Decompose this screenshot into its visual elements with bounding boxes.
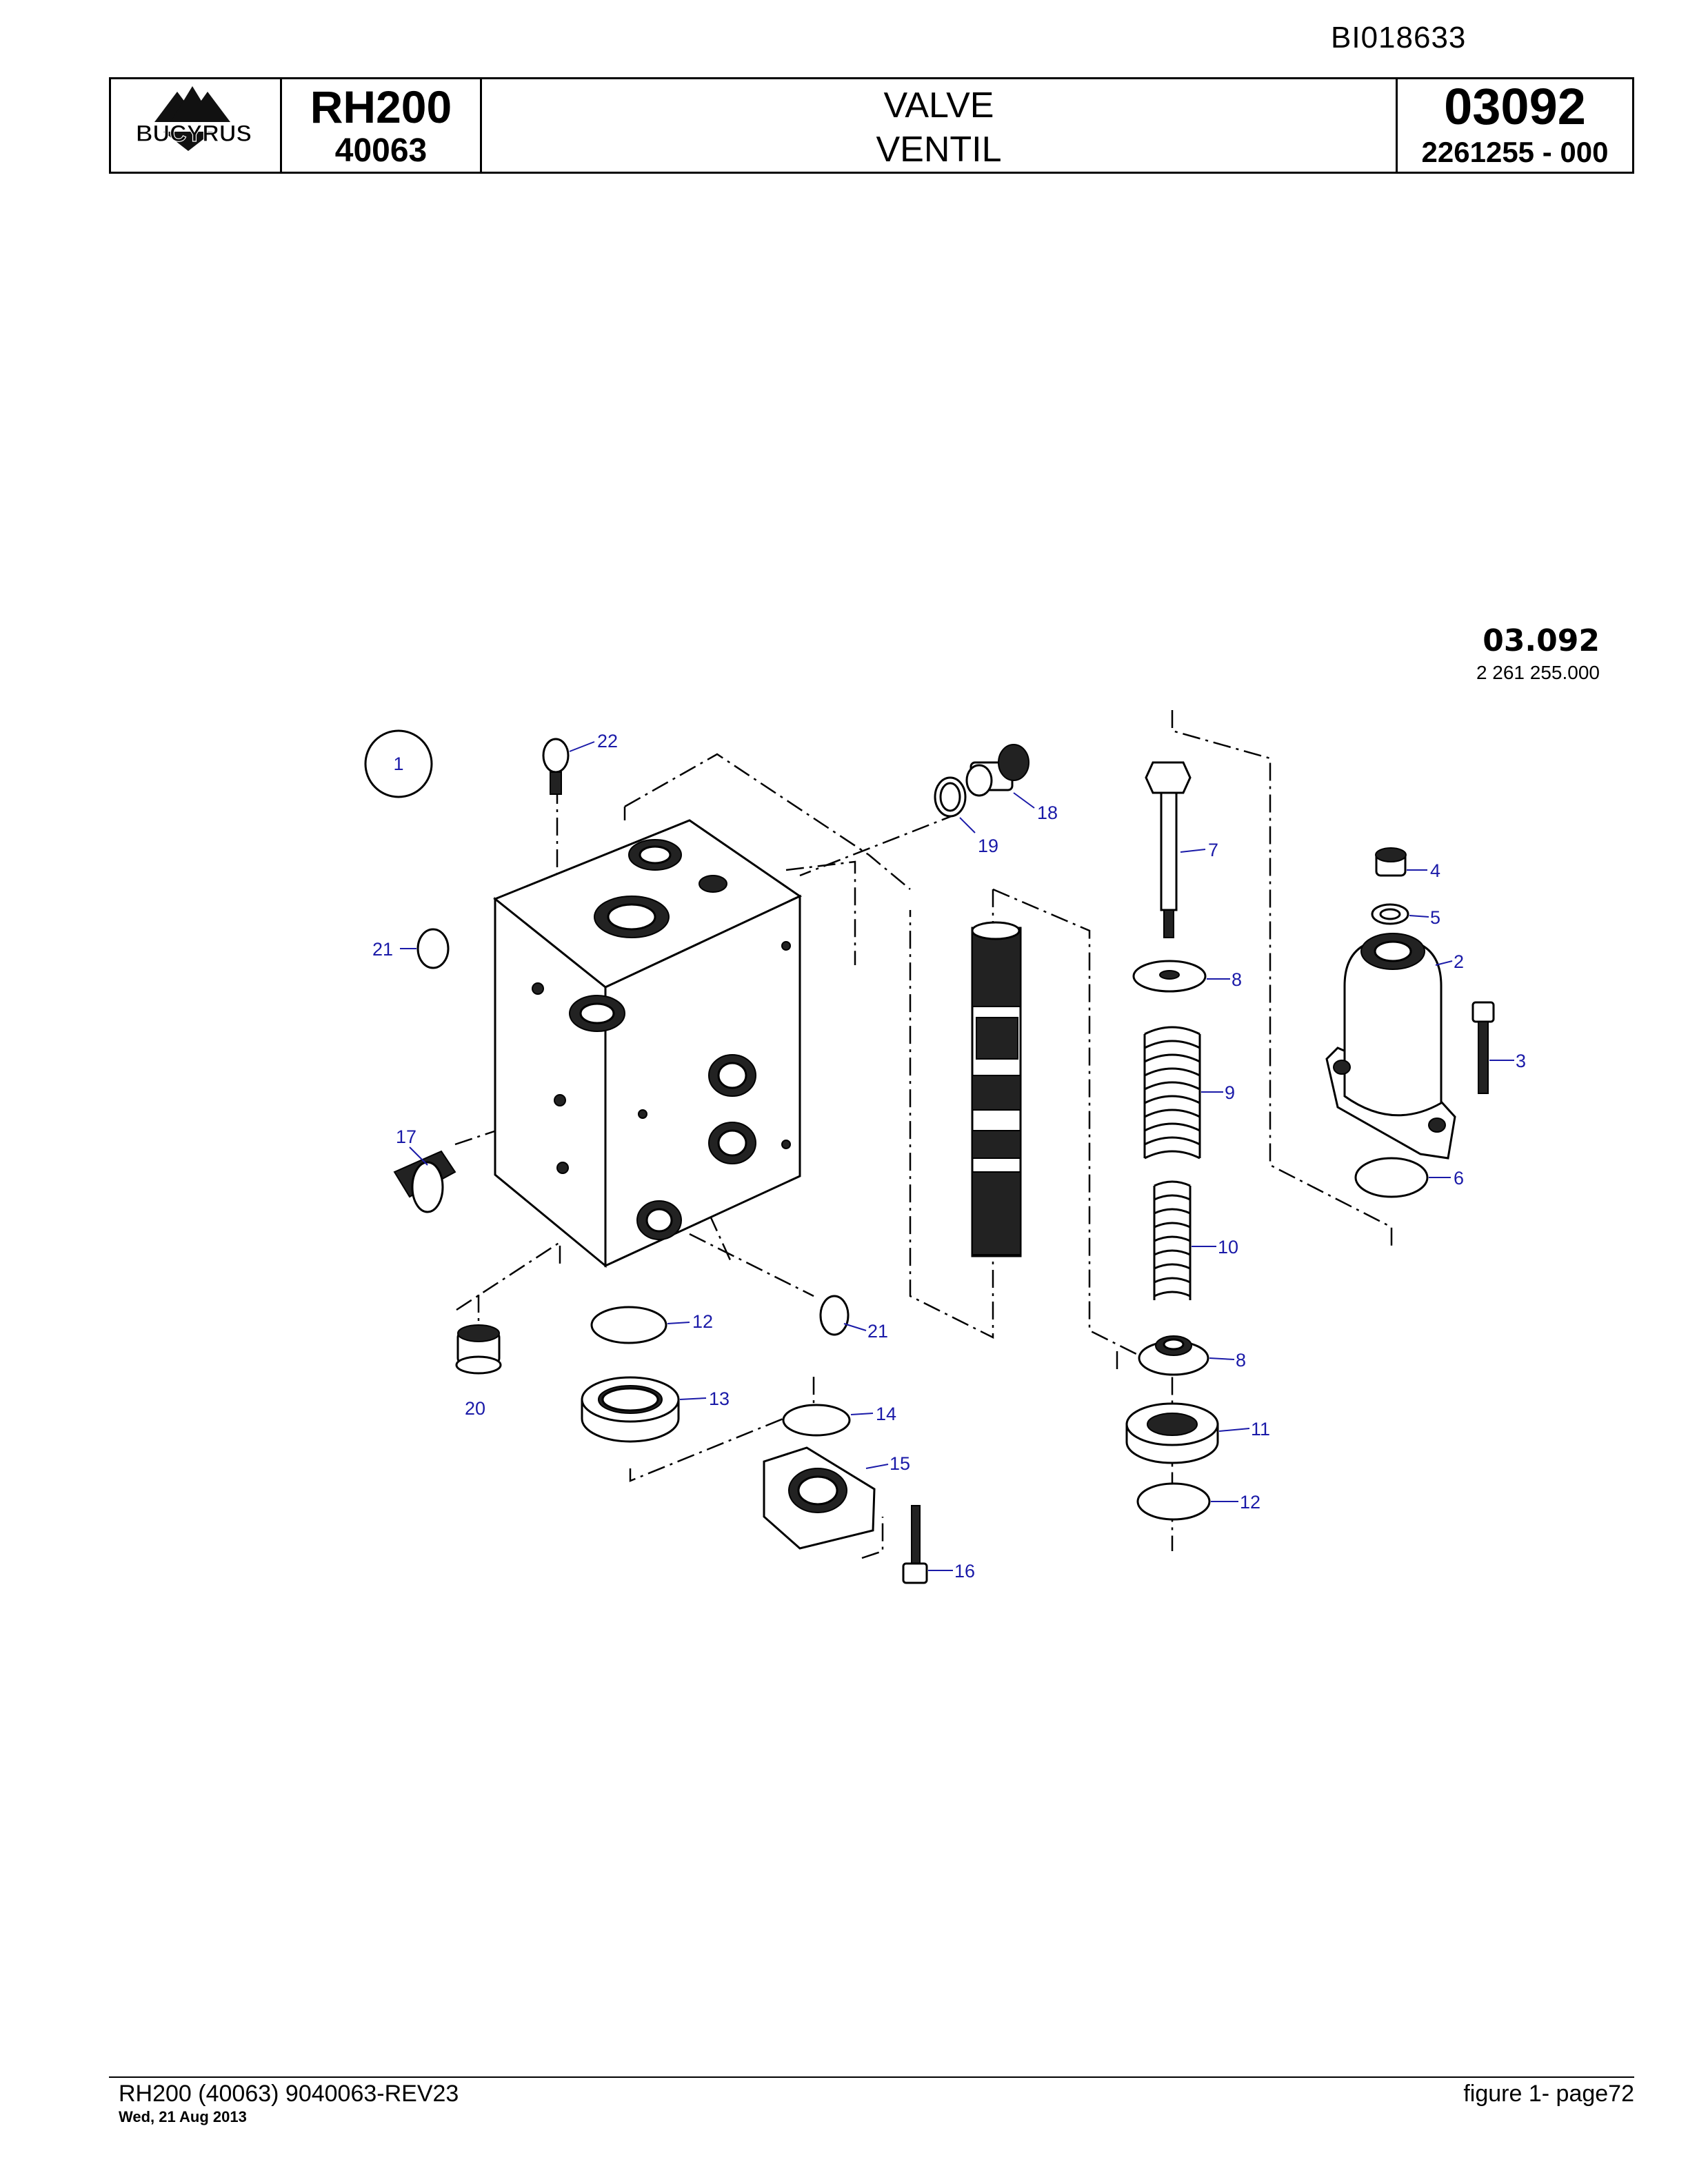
model-serial: 40063 — [334, 132, 428, 169]
code-cell: 03092 2261255 - 000 — [1398, 79, 1632, 172]
callout-label: 12 — [692, 1311, 713, 1332]
callout-label: 16 — [954, 1561, 975, 1581]
callout-label: 15 — [890, 1453, 910, 1474]
flange-ring-13: 13 — [581, 1376, 730, 1443]
bolt-7: 7 — [1145, 761, 1218, 938]
title-cell: VALVE VENTIL — [482, 79, 1398, 172]
assembly-callout-1: 1 — [364, 729, 433, 798]
spring-9: 9 — [1143, 1026, 1235, 1160]
seal-ring-19: 19 — [934, 776, 998, 856]
o-ring-14: 14 — [782, 1404, 896, 1437]
callout-label: 6 — [1454, 1168, 1464, 1189]
callout-label: 11 — [1251, 1419, 1270, 1439]
callout-label: 20 — [465, 1398, 485, 1419]
callout-label: 9 — [1225, 1082, 1235, 1103]
footer-divider — [109, 2076, 1634, 2078]
exploded-view-diagram: 1 — [364, 710, 1526, 1584]
bucyrus-logo: BUCYRUS — [121, 86, 267, 151]
brand-logo-cell: BUCYRUS — [111, 79, 282, 172]
callout-label: 12 — [1240, 1492, 1260, 1513]
brand-name: BUCYRUS — [136, 121, 252, 147]
document-id: BI018633 — [1331, 21, 1467, 54]
footer-doc-ref: RH200 (40063) 9040063-REV23 — [119, 2081, 459, 2107]
title-block: BUCYRUS RH200 40063 VALVE VENTIL 03092 2… — [109, 77, 1634, 174]
part-number: 2261255 - 000 — [1421, 136, 1609, 168]
callout-label: 8 — [1236, 1350, 1246, 1371]
callout-label: 21 — [372, 939, 393, 960]
callout-label: 21 — [867, 1321, 888, 1342]
title-german: VENTIL — [876, 130, 1002, 170]
housing-2: 2 — [1325, 933, 1464, 1160]
model-name: RH200 — [310, 81, 452, 132]
connector-17: 17 — [393, 1126, 456, 1213]
washer-8-upper: 8 — [1132, 960, 1242, 993]
o-ring-12-right: 12 — [1136, 1482, 1260, 1521]
callout-label: 18 — [1037, 802, 1058, 823]
valve-spool — [971, 921, 1022, 1257]
bolt-16: 16 — [902, 1505, 975, 1584]
callout-label: 10 — [1218, 1237, 1238, 1257]
callout-label: 5 — [1430, 907, 1440, 928]
callout-label: 3 — [1516, 1051, 1526, 1071]
seal-ring-5: 5 — [1371, 903, 1440, 928]
valve-block — [493, 819, 803, 1268]
figure-code: 03.092 — [1483, 623, 1600, 658]
callout-label: 22 — [597, 731, 618, 751]
callout-label: 13 — [709, 1388, 730, 1409]
ring-11: 11 — [1125, 1402, 1270, 1464]
figure-part-number: 2 261 255.000 — [1476, 662, 1600, 683]
callout-label: 17 — [396, 1126, 416, 1147]
callout-label: 1 — [393, 754, 403, 774]
callout-label: 2 — [1454, 951, 1464, 972]
plug-4: 4 — [1375, 847, 1440, 881]
o-ring-21-right: 21 — [819, 1295, 888, 1342]
callout-label: 8 — [1232, 969, 1242, 990]
spring-10: 10 — [1153, 1180, 1238, 1300]
model-cell: RH200 40063 — [282, 79, 482, 172]
o-ring-21-left: 21 — [372, 928, 450, 969]
plug-18: 18 — [965, 744, 1058, 823]
callout-label: 4 — [1430, 860, 1440, 881]
bolt-3: 3 — [1471, 1001, 1526, 1094]
footer-page-ref: figure 1- page72 — [1463, 2081, 1634, 2107]
eye-bolt-22: 22 — [542, 731, 618, 795]
section-code: 03092 — [1444, 78, 1586, 135]
plug-20: 20 — [455, 1324, 502, 1419]
callout-label: 7 — [1208, 840, 1218, 860]
o-ring-12-lower-block: 12 — [590, 1306, 713, 1344]
seat-8-lower: 8 — [1138, 1335, 1246, 1376]
title-english: VALVE — [883, 85, 994, 125]
callout-label: 19 — [978, 836, 998, 856]
callout-label: 14 — [876, 1404, 896, 1424]
o-ring-6: 6 — [1354, 1157, 1464, 1198]
flange-15: 15 — [763, 1446, 910, 1550]
footer-date: Wed, 21 Aug 2013 — [119, 2108, 247, 2125]
